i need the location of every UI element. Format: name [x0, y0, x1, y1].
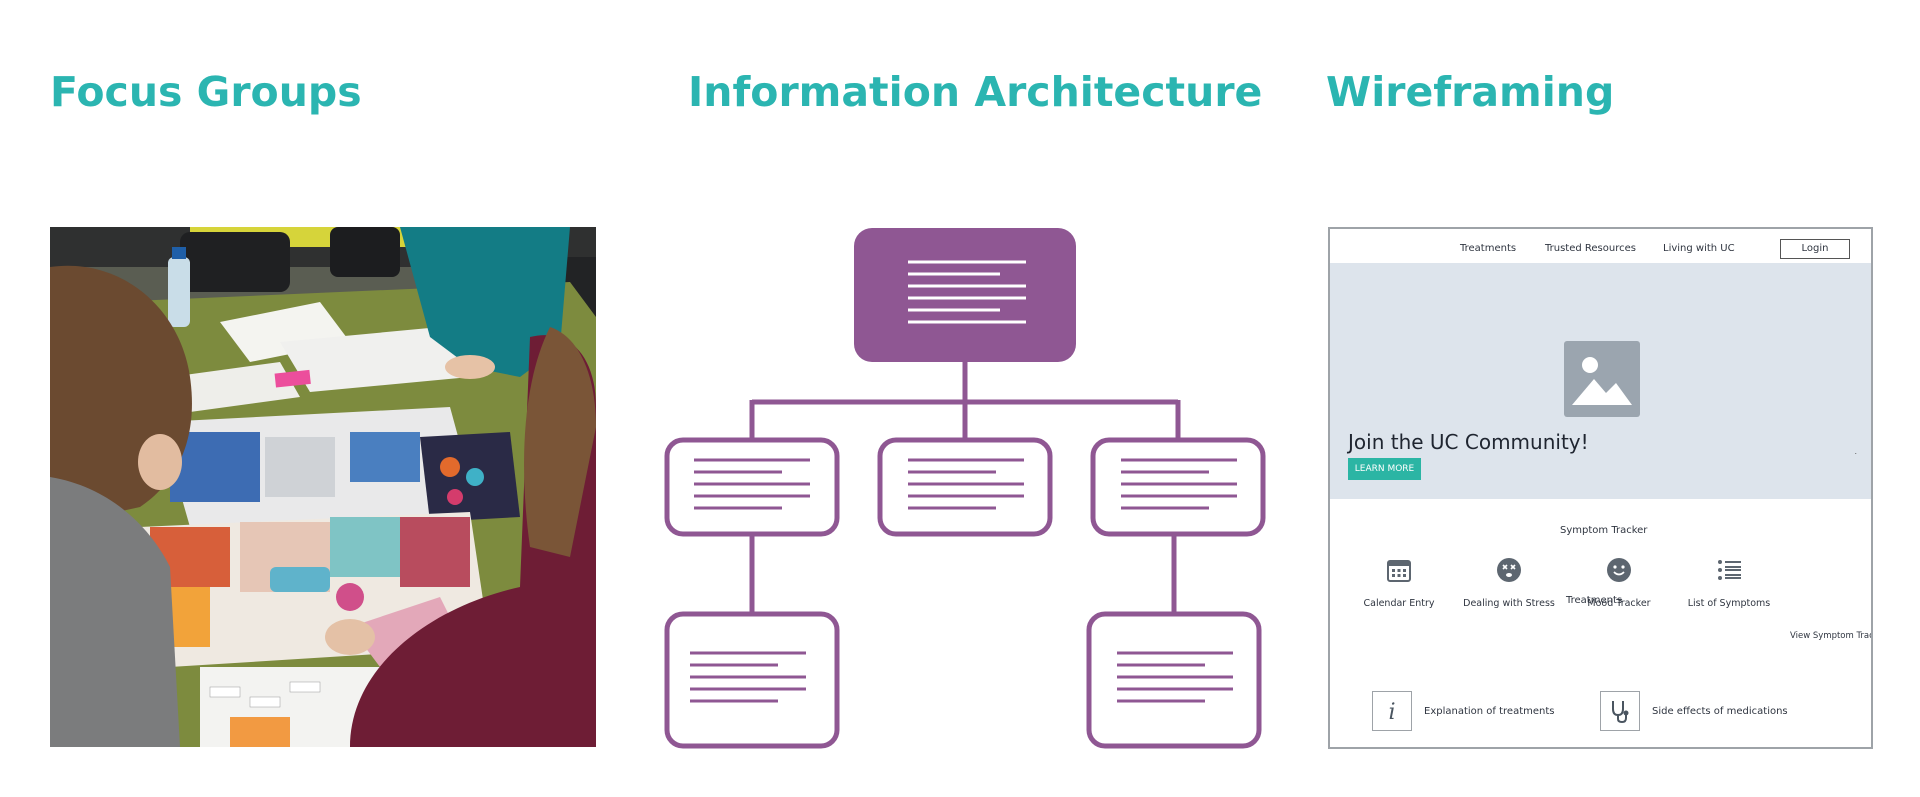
smiley-icon — [1607, 558, 1631, 582]
list-icon — [1718, 560, 1741, 580]
svg-text:i: i — [1388, 700, 1395, 723]
ia-diagram — [660, 226, 1270, 750]
symptom-tracker-title: Symptom Tracker — [1560, 525, 1648, 536]
treatments-title: Treatments — [1566, 595, 1623, 606]
treatment-label: Explanation of treatments — [1424, 705, 1555, 717]
wireframe-mockup: Treatments Trusted Resources Living with… — [1328, 227, 1873, 749]
wireframe-nav: Treatments Trusted Resources Living with… — [1330, 239, 1871, 259]
nav-treatments[interactable]: Treatments — [1460, 243, 1517, 254]
feature-label: Calendar Entry — [1363, 598, 1435, 609]
login-button[interactable]: Login — [1780, 239, 1850, 259]
feature-label: Dealing with Stress — [1463, 598, 1555, 609]
wireframing-title: Wireframing — [1326, 68, 1615, 116]
calendar-icon — [1387, 560, 1411, 582]
feature-calendar-entry[interactable]: Calendar Entry — [1344, 557, 1454, 610]
ia-root-node — [854, 228, 1076, 362]
hero-dot: . — [1854, 447, 1857, 456]
feature-list-of-symptoms[interactable]: List of Symptoms — [1674, 557, 1784, 610]
ia-node-level2-left — [664, 437, 840, 537]
focus-group-photo-illustration — [50, 227, 596, 747]
info-icon: i — [1372, 691, 1412, 731]
learn-more-button[interactable]: LEARN MORE — [1348, 458, 1421, 480]
nav-trusted-resources[interactable]: Trusted Resources — [1545, 243, 1636, 254]
stethoscope-icon — [1600, 691, 1640, 731]
treatment-item-explanation[interactable]: i Explanation of treatments — [1372, 691, 1554, 731]
ia-node-level2-middle — [877, 437, 1053, 537]
treatment-label: Side effects of medications — [1652, 705, 1788, 717]
focus-group-photo — [50, 227, 596, 747]
feature-dealing-with-stress[interactable]: Dealing with Stress — [1454, 557, 1564, 610]
focus-groups-title: Focus Groups — [50, 68, 362, 116]
feature-mood-tracker[interactable]: Mood Tracker — [1564, 557, 1674, 610]
treatment-item-side-effects[interactable]: Side effects of medications — [1600, 691, 1788, 731]
stress-face-icon — [1497, 558, 1521, 582]
ia-node-level3-right — [1086, 611, 1262, 749]
wireframe-hero: Join the UC Community! LEARN MORE . — [1330, 263, 1871, 499]
feature-label: List of Symptoms — [1687, 598, 1771, 609]
ia-node-level3-left — [664, 611, 840, 749]
hero-title: Join the UC Community! — [1348, 430, 1589, 454]
feature-label: Mood Tracker — [1587, 598, 1651, 609]
nav-living-with-uc[interactable]: Living with UC — [1663, 243, 1735, 254]
information-architecture-title: Information Architecture — [688, 68, 1263, 116]
image-placeholder-icon — [1564, 341, 1640, 417]
ia-node-level2-right — [1090, 437, 1266, 537]
view-symptom-tracker-link[interactable]: View Symptom Tracker — [1790, 631, 1871, 641]
